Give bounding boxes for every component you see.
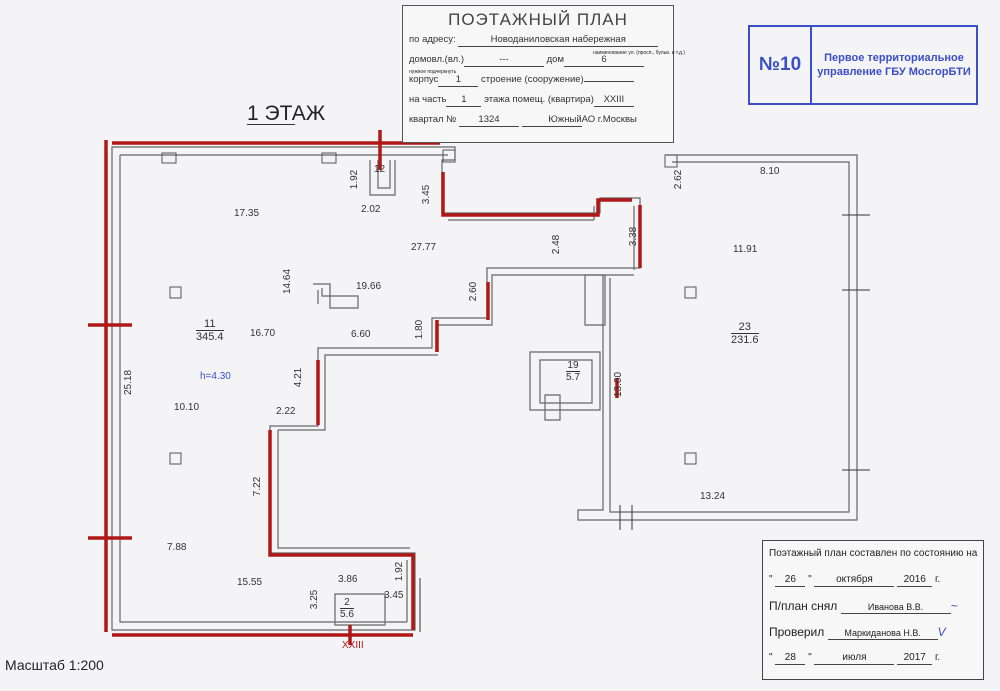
dimension: 13.24	[700, 491, 726, 502]
dimension: 13.00	[613, 371, 625, 398]
dimension: 1.92	[349, 169, 361, 190]
info-block: Поэтажный план составлен по состоянию на…	[762, 540, 984, 680]
info-heading: Поэтажный план составлен по состоянию на	[769, 548, 978, 559]
part-value: 1	[446, 94, 482, 107]
dimension: 8.10	[760, 166, 780, 177]
dimension: 2.02	[361, 204, 381, 215]
stroenie-label: строение (сооружение)	[481, 74, 584, 85]
tick-marks	[419, 214, 870, 632]
floor-title: 1 ЭТАЖ	[247, 102, 326, 125]
domovl-label: домовл.(вл.)	[409, 54, 464, 65]
signature-icon: V	[937, 625, 946, 639]
address-hint: наименование ул. (просп., бульв. и т.д.)	[593, 50, 685, 56]
taken-label: П/план снял	[769, 599, 838, 613]
ceiling-height: h=4.30	[200, 371, 231, 382]
dimension: 2.62	[673, 169, 685, 190]
scale-label: Масштаб 1:200	[5, 657, 104, 673]
dimension: 4.21	[293, 367, 305, 388]
checked-by: Маркиданова Н.В.	[827, 627, 938, 640]
dimension: 2.22	[276, 406, 296, 417]
dimension: 3.25	[309, 589, 321, 610]
city-label: АО г.Москвы	[581, 114, 637, 125]
apartment-value: XXIII	[593, 94, 634, 107]
checked-label: Проверил	[769, 625, 825, 639]
dimension: 7.22	[252, 476, 264, 497]
dimension: 1.80	[414, 319, 426, 340]
dimension: 3.45	[421, 184, 433, 205]
dimension: 2.48	[551, 234, 563, 255]
dimension: 11.91	[733, 244, 758, 255]
floor-label: этажа помещ. (квартира)	[484, 94, 594, 105]
dimension: 10.10	[174, 402, 200, 413]
bti-stamp: №10 Первое территориальное управление ГБ…	[748, 25, 978, 105]
walls	[111, 146, 858, 631]
dimension: 16.70	[250, 328, 276, 339]
stamp-text: Первое территориальное управление ГБУ Мо…	[817, 52, 971, 78]
date2-day: 28	[775, 652, 806, 665]
taken-by: Иванова В.В.	[840, 601, 951, 614]
title-block: ПОЭТАЖНЫЙ ПЛАН по адресу: Новоданиловска…	[402, 5, 685, 143]
plan-title: ПОЭТАЖНЫЙ ПЛАН	[448, 10, 628, 29]
dom-value: 6	[564, 54, 644, 67]
date1-year: 2016	[897, 574, 933, 587]
year-suffix: г.	[935, 574, 941, 585]
dimension: 15.55	[237, 577, 263, 588]
red-boundary-lines	[88, 130, 642, 645]
dimension: 2.60	[468, 281, 480, 302]
kvartal-value: 1324	[459, 114, 519, 127]
apartment-marker: XXIII	[342, 640, 364, 651]
year-suffix: г.	[935, 652, 941, 663]
stamp-number: №10	[750, 27, 812, 103]
dimension: 25.18	[123, 369, 135, 396]
kvartal-label: квартал №	[409, 114, 457, 125]
room-12: 12	[374, 164, 386, 175]
domovl-value: ---	[464, 54, 544, 67]
dimension: 19.66	[356, 281, 382, 292]
dimension: 14.64	[282, 268, 294, 295]
district-value: Южный	[521, 114, 582, 127]
dimension: 27.77	[411, 242, 437, 253]
dimension: 1.92	[394, 561, 406, 582]
korpus-value: 1	[438, 74, 479, 87]
date1-month: октября	[814, 574, 895, 587]
dimension: 3.45	[384, 590, 404, 601]
underline-hint: нужное подчеркнуть	[409, 69, 457, 75]
date1-day: 26	[775, 574, 806, 587]
part-label: на часть	[409, 94, 447, 105]
date2-month: июля	[814, 652, 895, 665]
address-value: Новоданиловская набережная	[458, 34, 659, 47]
date2-year: 2017	[897, 652, 933, 665]
dimension: 6.60	[351, 329, 371, 340]
columns	[161, 149, 697, 465]
korpus-label: корпус	[409, 74, 439, 85]
signature-icon: ~	[950, 599, 958, 613]
dimension: 3.38	[628, 226, 640, 247]
floor-underline	[247, 124, 295, 125]
dimension: 3.86	[338, 574, 358, 585]
dom-label: дом	[546, 54, 564, 65]
address-label: по адресу:	[409, 34, 456, 45]
dimension: 17.35	[234, 208, 260, 219]
dimension: 7.88	[167, 542, 187, 553]
